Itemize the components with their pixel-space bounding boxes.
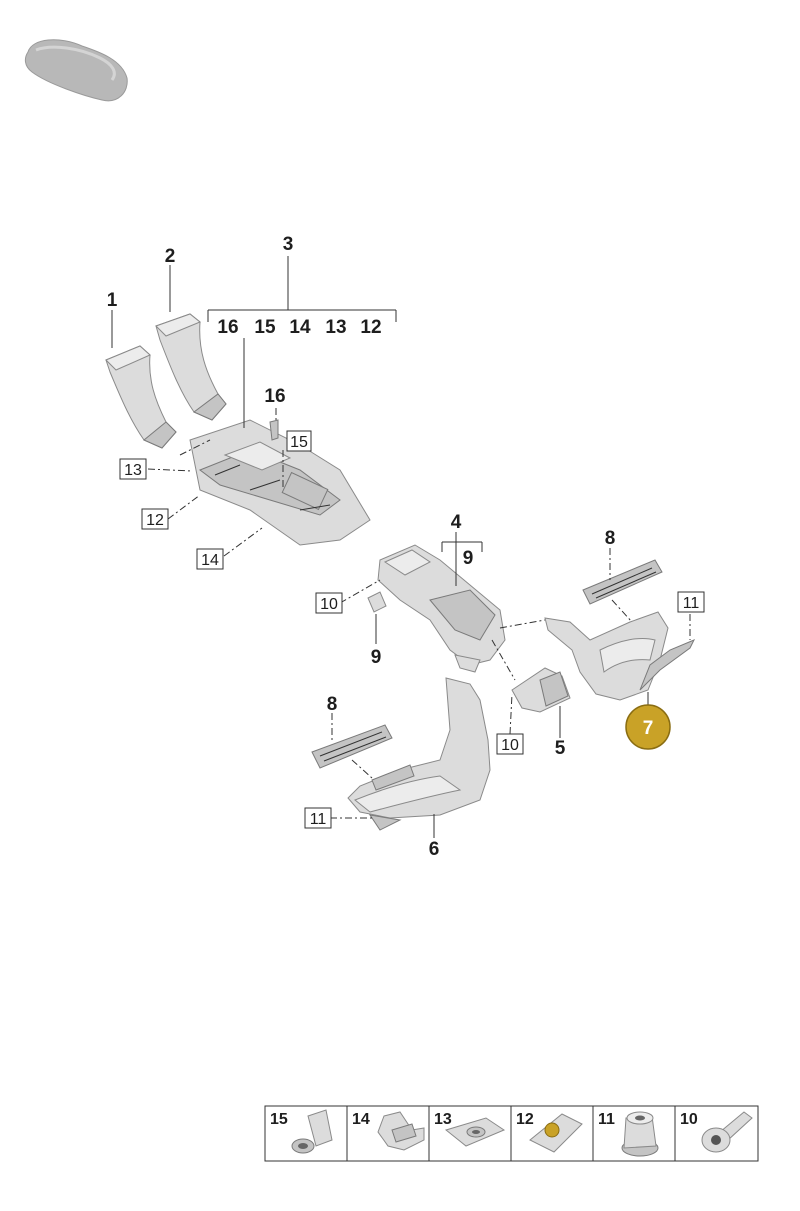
rivet-sleeve-icon (291, 1109, 333, 1154)
boxed-callouts: 15 13 12 14 10 10 11 11 (119, 430, 705, 829)
part-7-footwell-duct[interactable] (544, 611, 696, 701)
part-9-clip[interactable] (367, 591, 387, 613)
callout-6: 6 (429, 839, 440, 860)
part-8-grille-upper[interactable] (582, 559, 663, 605)
callout-2: 2 (165, 246, 176, 267)
callout-labels: 1 2 3 16 15 14 13 12 16 4 9 9 8 8 5 6 (107, 234, 616, 860)
boxed-11-right: 11 (683, 595, 700, 612)
callout-7-highlight[interactable]: 7 (625, 704, 671, 750)
part-6-footwell-duct[interactable] (347, 677, 491, 831)
fastener-table: 15 14 13 12 11 10 (264, 1105, 759, 1162)
leader-lines (111, 256, 691, 838)
boxed-10-lower: 10 (501, 737, 519, 754)
flange-nut-icon (621, 1111, 659, 1157)
group3-item-2: 14 (289, 317, 311, 338)
boxed-12: 12 (146, 512, 164, 529)
part-8-grille-lower[interactable] (311, 724, 393, 769)
callout-3: 3 (283, 234, 294, 255)
group3-item-1: 15 (254, 317, 276, 338)
part-5-bracket[interactable] (511, 667, 571, 713)
callout-1: 1 (107, 290, 118, 311)
spring-clip-icon (377, 1111, 425, 1151)
callout-9-group: 9 (463, 548, 474, 569)
callout-16: 16 (264, 386, 285, 407)
table-num-10: 10 (680, 1111, 698, 1128)
boxed-15: 15 (290, 434, 308, 451)
callout-4: 4 (451, 512, 462, 533)
callout-5: 5 (555, 738, 566, 759)
part-3-main-frame[interactable] (189, 419, 371, 546)
callout-9: 9 (371, 647, 382, 668)
table-num-11: 11 (598, 1111, 615, 1128)
callout-8-lower: 8 (327, 694, 338, 715)
torx-screw-icon (701, 1111, 753, 1153)
group3-item-4: 12 (360, 317, 381, 338)
part-4-center-duct[interactable] (377, 544, 506, 673)
boxed-11-left: 11 (310, 811, 327, 828)
clip-nut-icon (529, 1113, 583, 1153)
car-silhouette-icon (24, 39, 128, 102)
boxed-13: 13 (124, 462, 142, 479)
table-num-12: 12 (516, 1111, 534, 1128)
table-num-13: 13 (434, 1111, 452, 1128)
boxed-10-upper: 10 (320, 596, 338, 613)
group3-item-3: 13 (325, 317, 346, 338)
boxed-14: 14 (201, 552, 219, 569)
sheet-nut-icon (444, 1117, 506, 1147)
table-num-15: 15 (270, 1111, 288, 1128)
highlight-badge (625, 704, 671, 750)
part-1-air-duct[interactable] (105, 345, 177, 449)
callout-8-upper: 8 (605, 528, 616, 549)
part-2-air-duct[interactable] (155, 313, 227, 421)
table-num-14: 14 (352, 1111, 370, 1128)
callout-7: 7 (643, 718, 654, 739)
group3-item-0: 16 (217, 317, 238, 338)
part-16-pin[interactable] (269, 419, 279, 441)
